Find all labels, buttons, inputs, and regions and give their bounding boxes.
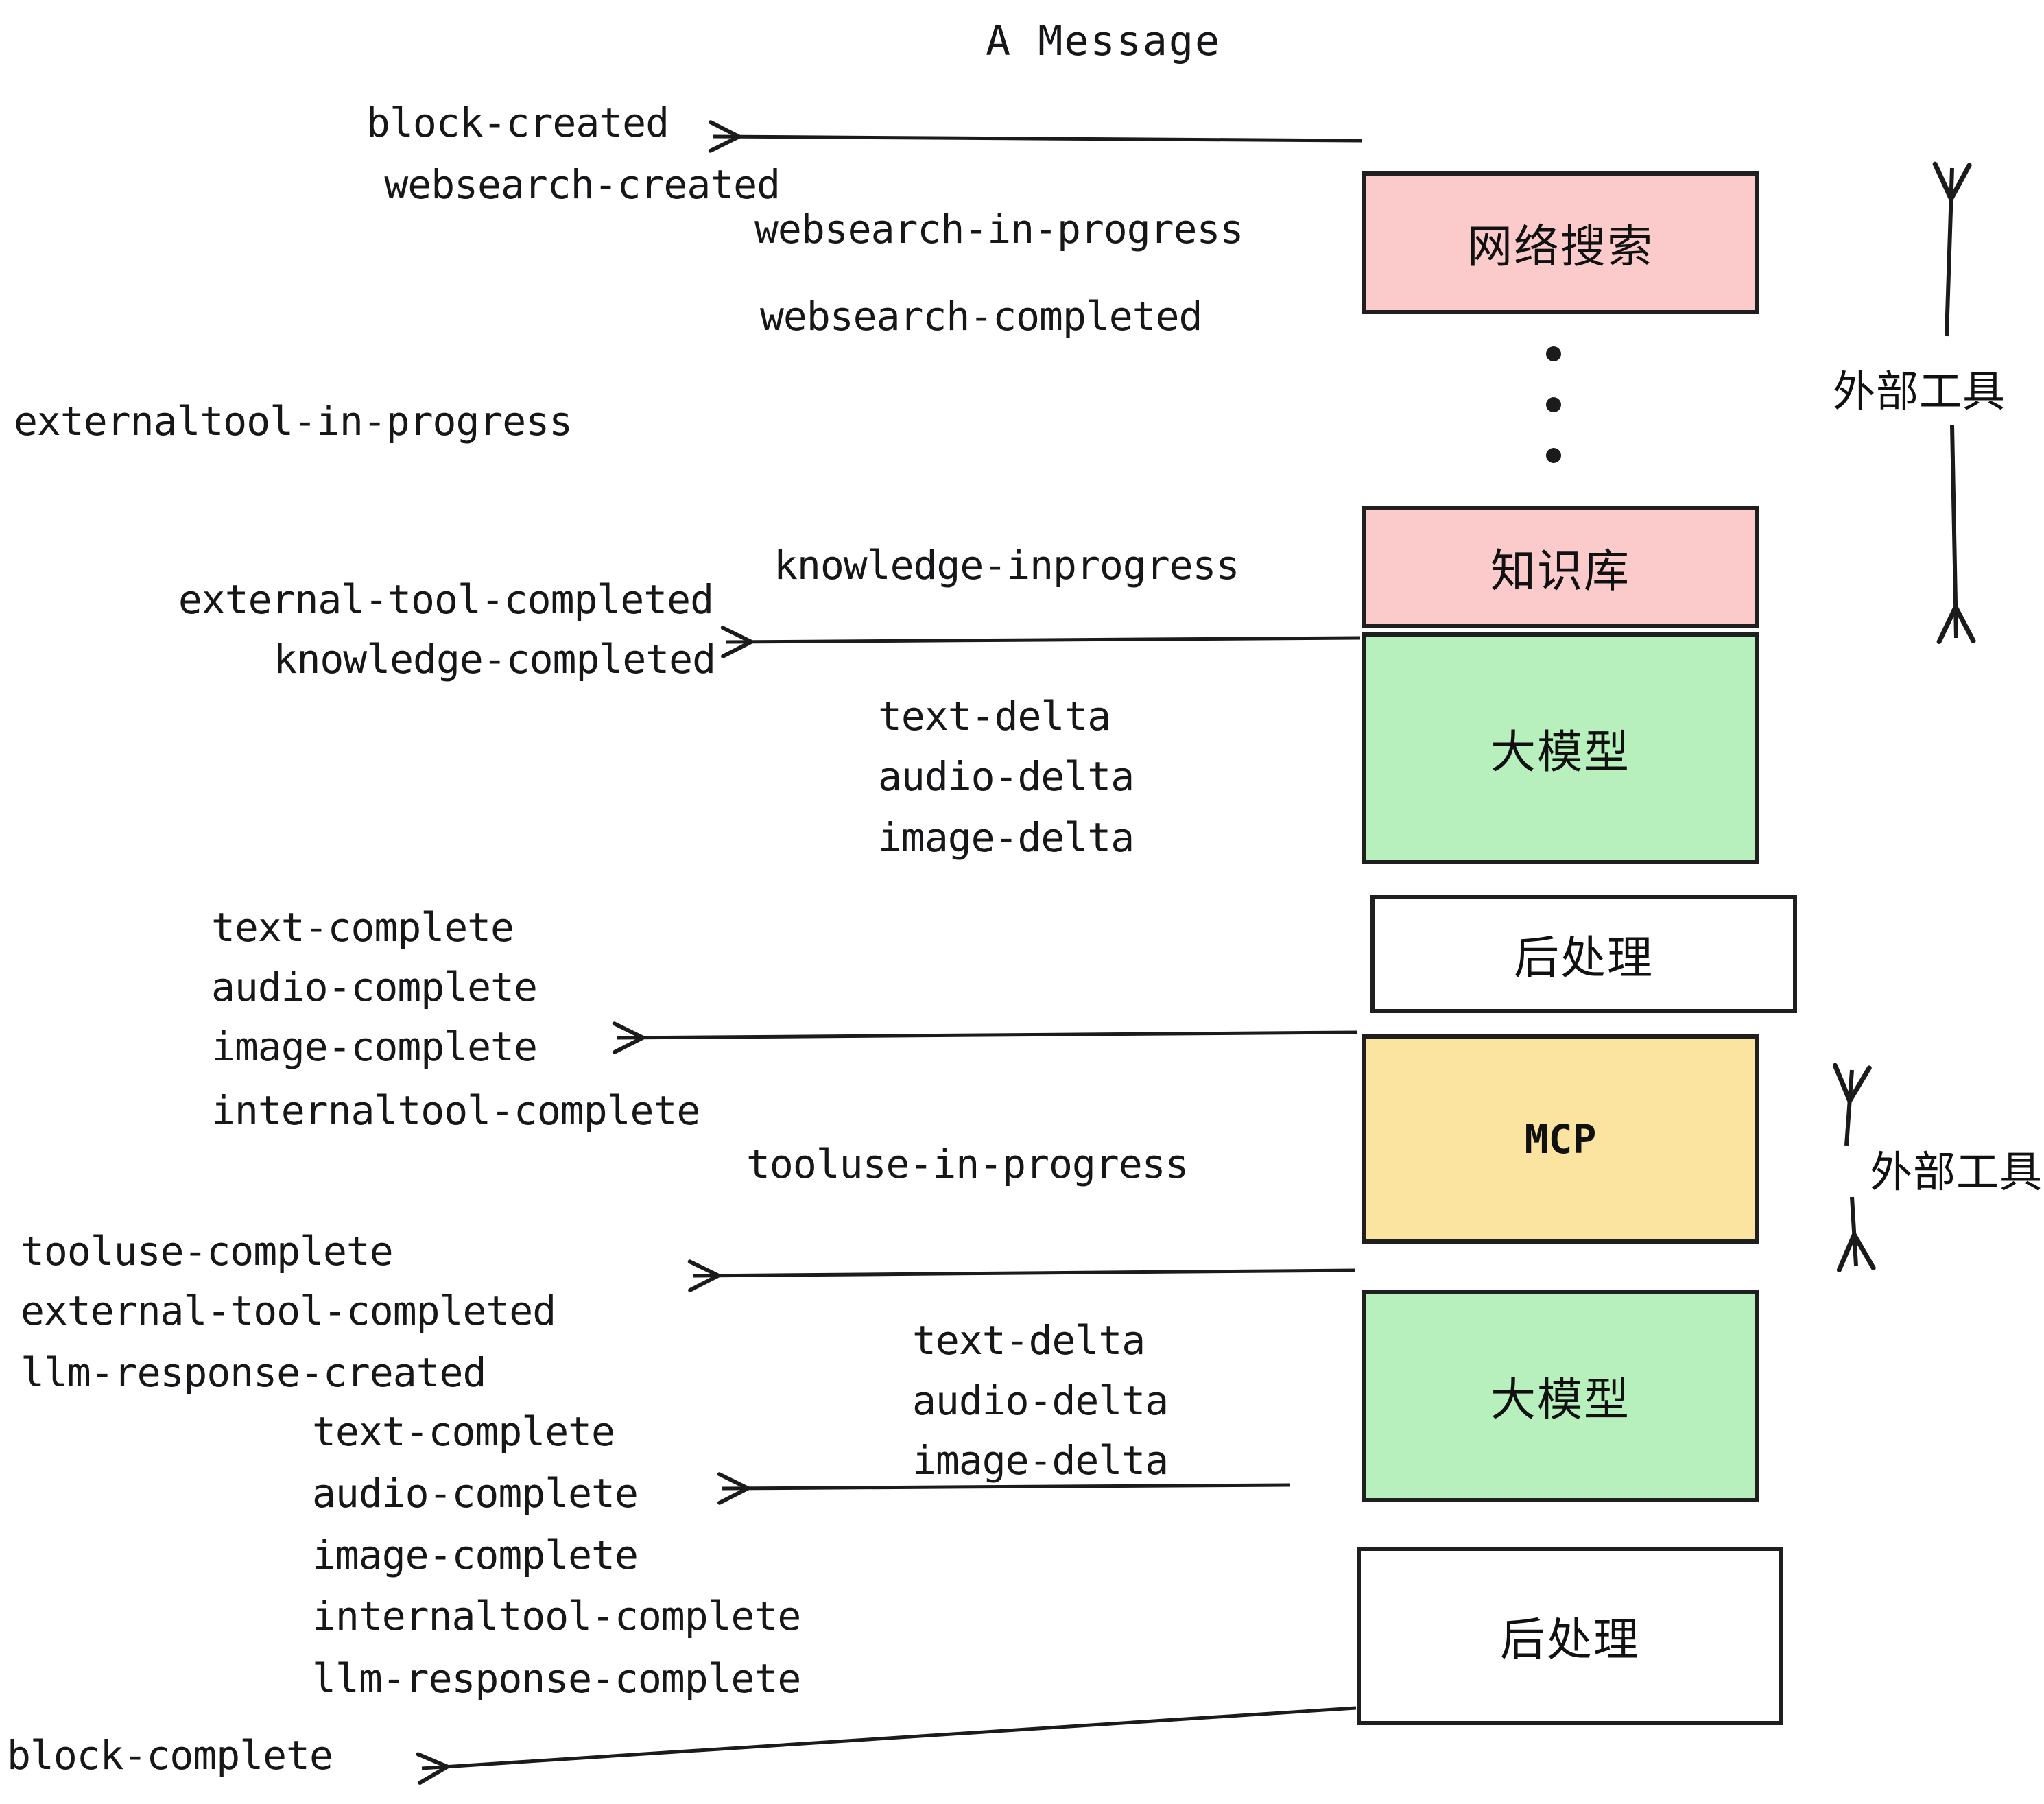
event-llm-response-complete: llm-response-complete [312,1655,801,1702]
event-image-delta-2: image-delta [912,1437,1169,1484]
arrow-websearch-to-blockcreated [708,120,1362,153]
event-llm-response-created: llm-response-created [21,1349,486,1396]
side-label-external-tool-2: 外部工具 [1870,1147,2043,1197]
event-audio-complete-2: audio-complete [312,1470,639,1517]
dot-icon [1546,448,1561,463]
arrow-knowledge-to-completed [720,626,1361,658]
node-postprocess-1[interactable]: 后处理 [1370,895,1797,1013]
node-llm-1[interactable]: 大模型 [1362,632,1759,864]
node-label: 后处理 [1500,1613,1640,1666]
node-postprocess-2[interactable]: 后处理 [1357,1547,1783,1725]
arrow-postprocess-to-blockcomplete [416,1706,1357,1785]
event-image-complete-2: image-complete [312,1532,639,1578]
arrow-external-tool-down-1 [1936,425,1976,644]
event-text-complete-1: text-complete [211,904,514,951]
arrow-external-tool-up-2 [1832,1063,1872,1146]
event-websearch-in-progress: websearch-in-progress [754,206,1244,252]
event-image-complete-1: image-complete [211,1023,538,1070]
node-label: 大模型 [1490,726,1630,779]
event-block-complete: block-complete [7,1732,333,1779]
page-title: A Message [986,17,1222,65]
node-label: 大模型 [1490,1373,1630,1426]
arrow-postprocess-to-imagecomplete [612,1021,1357,1054]
node-label: 后处理 [1514,931,1654,984]
event-text-delta-2: text-delta [912,1317,1145,1364]
event-tooluse-complete: tooluse-complete [21,1228,394,1274]
event-audio-delta-2: audio-delta [912,1377,1169,1424]
event-tooluse-in-progress: tooluse-in-progress [746,1141,1189,1187]
node-label: MCP [1524,1115,1597,1163]
event-internaltool-complete-2: internaltool-complete [312,1593,801,1639]
arrow-external-tool-down-2 [1836,1196,1876,1272]
vertical-ellipsis [1545,346,1562,463]
node-websearch[interactable]: 网络搜索 [1362,171,1759,314]
node-label: 知识库 [1490,545,1630,597]
event-block-created: block-created [366,99,669,146]
node-label: 网络搜索 [1467,220,1654,273]
event-text-delta-1: text-delta [878,693,1111,739]
event-websearch-completed: websearch-completed [760,293,1202,340]
node-mcp[interactable]: MCP [1362,1034,1759,1244]
event-external-tool-completed-1: external-tool-completed [178,576,714,623]
arrow-llm-to-audiocomplete [717,1472,1290,1505]
event-internaltool-complete-1: internaltool-complete [211,1087,700,1134]
arrow-mcp-to-tooluse-complete [687,1259,1355,1292]
event-external-tool-completed-2: external-tool-completed [21,1287,556,1334]
event-text-complete-2: text-complete [312,1408,615,1455]
node-knowledge-base[interactable]: 知识库 [1362,506,1759,628]
side-label-external-tool-1: 外部工具 [1833,366,2006,416]
dot-icon [1546,397,1561,412]
node-llm-2[interactable]: 大模型 [1362,1290,1759,1502]
event-websearch-created: websearch-created [384,161,781,208]
event-audio-delta-1: audio-delta [878,753,1134,800]
event-knowledge-inprogress: knowledge-inprogress [774,542,1239,589]
arrow-external-tool-up-1 [1932,161,1972,337]
dot-icon [1546,346,1561,361]
event-audio-complete-1: audio-complete [211,964,538,1010]
event-externaltool-in-progress: externaltool-in-progress [14,398,573,444]
event-knowledge-completed: knowledge-completed [273,636,716,683]
event-image-delta-1: image-delta [878,814,1134,861]
